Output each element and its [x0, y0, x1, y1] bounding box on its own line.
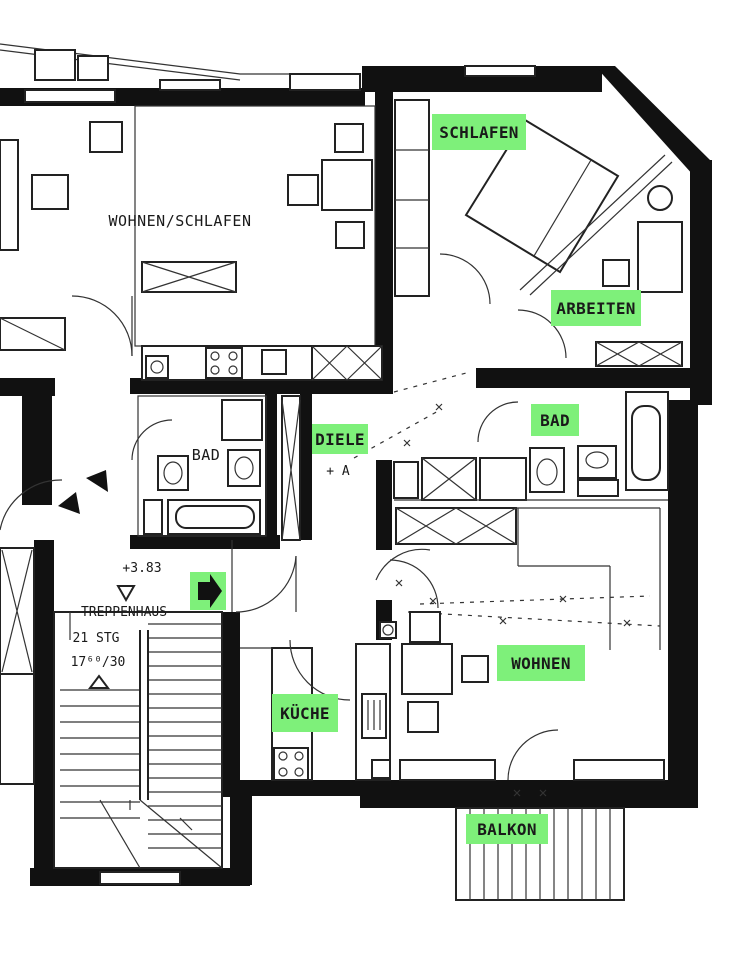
room-arbeiten [595, 221, 683, 367]
entry-arrow-icon [198, 574, 222, 608]
room-diele [231, 371, 471, 613]
stair-treads [60, 623, 222, 849]
stair-count: 21 STG [73, 631, 120, 646]
label-bad-left: BAD [192, 446, 221, 464]
label-arbeiten: ARBEITEN [551, 290, 641, 326]
svg-text:ARBEITEN: ARBEITEN [556, 299, 635, 318]
svg-text:SCHLAFEN: SCHLAFEN [439, 123, 518, 142]
stair-dimensions: 17⁶⁰/30 [71, 655, 126, 670]
diele-mark: + A [326, 464, 350, 479]
room-treppenhaus [0, 547, 223, 885]
top-facade [0, 43, 536, 103]
room-wohnen-schlafen [0, 105, 383, 381]
arrow-up-right-icon [86, 470, 108, 492]
label-balkon: BALKON [466, 814, 548, 844]
label-wohnen: WOHNEN [497, 645, 585, 681]
walls [0, 66, 712, 886]
label-bad-right: BAD [531, 404, 579, 436]
room-bad-right [393, 391, 669, 501]
level-annotation: +3.83 [122, 561, 161, 576]
arrow-left-icon [58, 492, 80, 514]
label-wohnen-schlafen: WOHNEN/SCHLAFEN [109, 212, 252, 230]
light-marks [395, 403, 631, 797]
label-schlafen: SCHLAFEN [432, 114, 526, 150]
stair-direction-triangle [88, 674, 110, 689]
svg-text:DIELE: DIELE [315, 430, 365, 449]
label-kueche: KÜCHE [272, 694, 338, 732]
room-bad-left [131, 395, 301, 541]
room-wohnen [379, 507, 665, 781]
label-diele: DIELE [312, 424, 368, 454]
svg-text:KÜCHE: KÜCHE [280, 704, 330, 723]
level-marker-triangle [116, 585, 136, 603]
svg-text:BALKON: BALKON [477, 820, 537, 839]
room-schlafen [394, 99, 673, 359]
svg-text:WOHNEN: WOHNEN [511, 654, 571, 673]
svg-text:BAD: BAD [540, 411, 570, 430]
label-treppenhaus: TREPPENHAUS [81, 605, 167, 620]
